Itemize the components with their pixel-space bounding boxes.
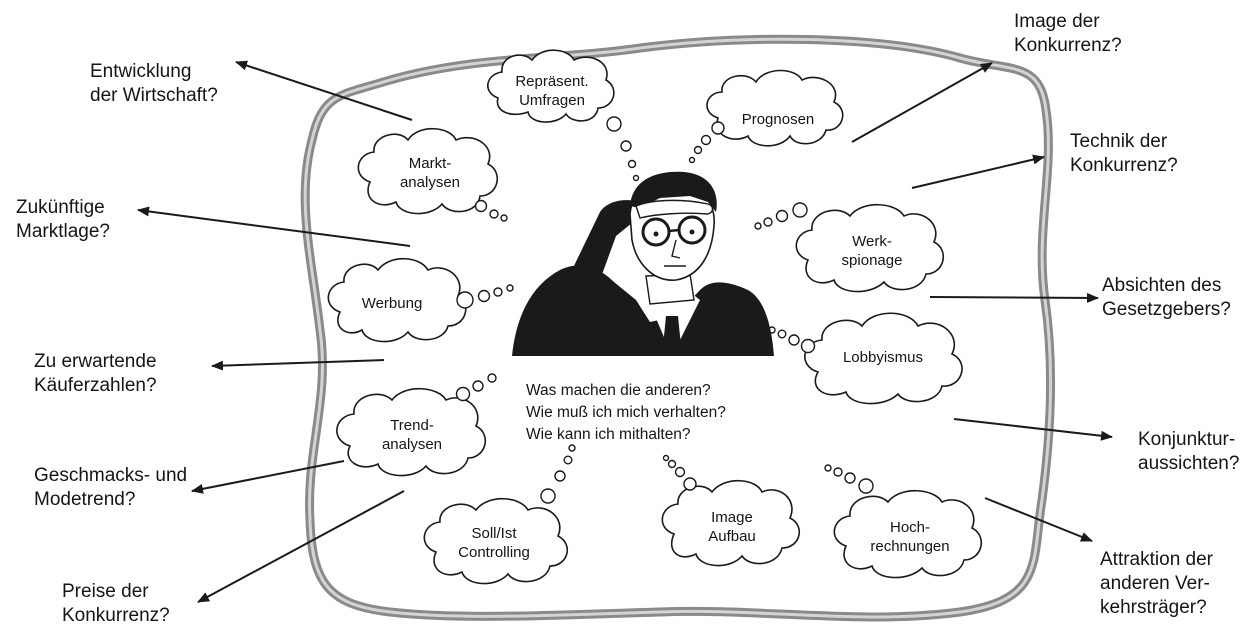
cloud-text-hochrechnungen: Hoch- rechnungen <box>852 518 968 556</box>
label-line: Image der <box>1014 11 1100 32</box>
label-line: Käuferzahlen? <box>34 375 157 396</box>
label-geschmacks-modetrend: Geschmacks- und Modetrend? <box>34 464 187 512</box>
label-line: aussichten? <box>1138 453 1240 474</box>
label-line: kehrsträger? <box>1100 597 1207 618</box>
cloud-line: Prognosen <box>741 111 815 128</box>
cloud-line: analysen <box>381 436 443 453</box>
label-line: Modetrend? <box>34 489 136 510</box>
cloud-line: Aufbau <box>708 528 756 545</box>
label-attraktion-verkehrstraeger: Attraktion der anderen Ver- kehrsträger? <box>1100 548 1213 620</box>
label-line: anderen Ver- <box>1100 573 1210 594</box>
cloud-line: Werk- <box>852 233 892 250</box>
label-line: Absichten des <box>1102 275 1222 296</box>
cloud-line: spionage <box>841 252 903 269</box>
cloud-line: Markt- <box>408 155 452 172</box>
label-line: Zu erwartende <box>34 351 157 372</box>
cloud-lobbyismus <box>804 312 963 405</box>
cloud-text-trendanalysen: Trend- analysen <box>356 416 468 454</box>
cloud-image-aufbau <box>661 480 801 567</box>
label-line: Geschmacks- und <box>34 465 188 486</box>
arrow-kaeuferzahlen <box>211 359 385 371</box>
label-line: Gesetzgebers? <box>1102 299 1231 320</box>
label-kaeuferzahlen: Zu erwartende Käuferzahlen? <box>34 350 157 398</box>
arrow-konjunktur <box>953 418 1113 441</box>
label-line: Entwicklung <box>90 61 192 82</box>
arrow-technik <box>911 154 1045 189</box>
cloud-werkspionage <box>795 204 945 293</box>
cloud-line: analysen <box>399 174 461 191</box>
cloud-line: Repräsent. <box>515 73 589 90</box>
label-line: Marktlage? <box>16 221 110 242</box>
cloud-line: Controlling <box>458 544 530 561</box>
question-line: Wie muß ich mich verhalten? <box>526 404 726 421</box>
bubble-trails <box>455 116 874 504</box>
question-line: Wie kann ich mithalten? <box>526 426 691 443</box>
arrow-preise <box>197 490 405 603</box>
arrow-image-konkurrenz <box>851 62 993 143</box>
cloud-text-prognosen: Prognosen <box>724 110 832 129</box>
arrow-geschmack <box>191 460 345 494</box>
label-line: Technik der <box>1070 131 1168 152</box>
arrow-zukuenftige <box>137 206 411 247</box>
cloud-marktanalysen <box>357 128 499 215</box>
cloud-prognosen <box>706 69 844 147</box>
cloud-line: Trend- <box>390 417 434 434</box>
label-line: Konkurrenz? <box>62 605 170 626</box>
label-preise-der-konkurrenz: Preise der Konkurrenz? <box>62 580 170 628</box>
cloud-text-werkspionage: Werk- spionage <box>816 232 928 270</box>
label-line: der Wirtschaft? <box>90 85 218 106</box>
label-line: Preise der <box>62 581 149 602</box>
label-entwicklung-der-wirtschaft: Entwicklung der Wirtschaft? <box>90 60 218 108</box>
cloud-hochrechnungen <box>833 490 983 579</box>
label-line: Zukünftige <box>16 197 105 218</box>
cloud-line: Lobbyismus <box>842 349 924 366</box>
cloud-line: Hoch- <box>889 519 930 536</box>
cloud-text-lobbyismus: Lobbyismus <box>824 348 942 367</box>
label-konjunkturaussichten: Konjunktur- aussichten? <box>1138 428 1239 476</box>
cloud-text-image-aufbau: Image Aufbau <box>680 508 784 546</box>
outer-frame <box>300 34 1056 622</box>
cloud-line: Soll/Ist <box>471 525 517 542</box>
center-questions: Was machen die anderen? Wie muß ich mich… <box>526 380 726 446</box>
cloud-line: rechnungen <box>870 538 950 555</box>
arrow-absichten <box>929 292 1099 303</box>
cloud-text-repraesent: Repräsent. Umfragen <box>500 72 604 110</box>
man-with-binoculars-illustration <box>512 171 774 356</box>
label-zukuenftige-marktlage: Zukünftige Marktlage? <box>16 196 110 244</box>
label-line: Konjunktur- <box>1138 429 1236 450</box>
label-line: Konkurrenz? <box>1070 155 1178 176</box>
cloud-text-werbung: Werbung <box>340 294 444 313</box>
arrow-attraktion <box>984 497 1093 542</box>
cloud-line: Image <box>711 509 753 526</box>
label-technik-der-konkurrenz: Technik der Konkurrenz? <box>1070 130 1178 178</box>
label-line: Attraktion der <box>1100 549 1213 570</box>
cloud-text-marktanalysen: Markt- analysen <box>376 154 484 192</box>
cloud-line: Werbung <box>361 295 423 312</box>
label-absichten-des-gesetzgebers: Absichten des Gesetzgebers? <box>1102 274 1231 322</box>
arrow-entwicklung <box>235 60 413 121</box>
question-line: Was machen die anderen? <box>526 382 711 399</box>
label-line: Konkurrenz? <box>1014 35 1122 56</box>
cloud-text-soll-ist: Soll/Ist Controlling <box>438 524 550 562</box>
cloud-trendanalysen <box>336 388 487 477</box>
label-image-der-konkurrenz: Image der Konkurrenz? <box>1014 10 1122 58</box>
cloud-soll-ist <box>423 498 569 585</box>
cloud-repraesent <box>487 49 615 123</box>
cloud-line: Umfragen <box>519 92 585 109</box>
